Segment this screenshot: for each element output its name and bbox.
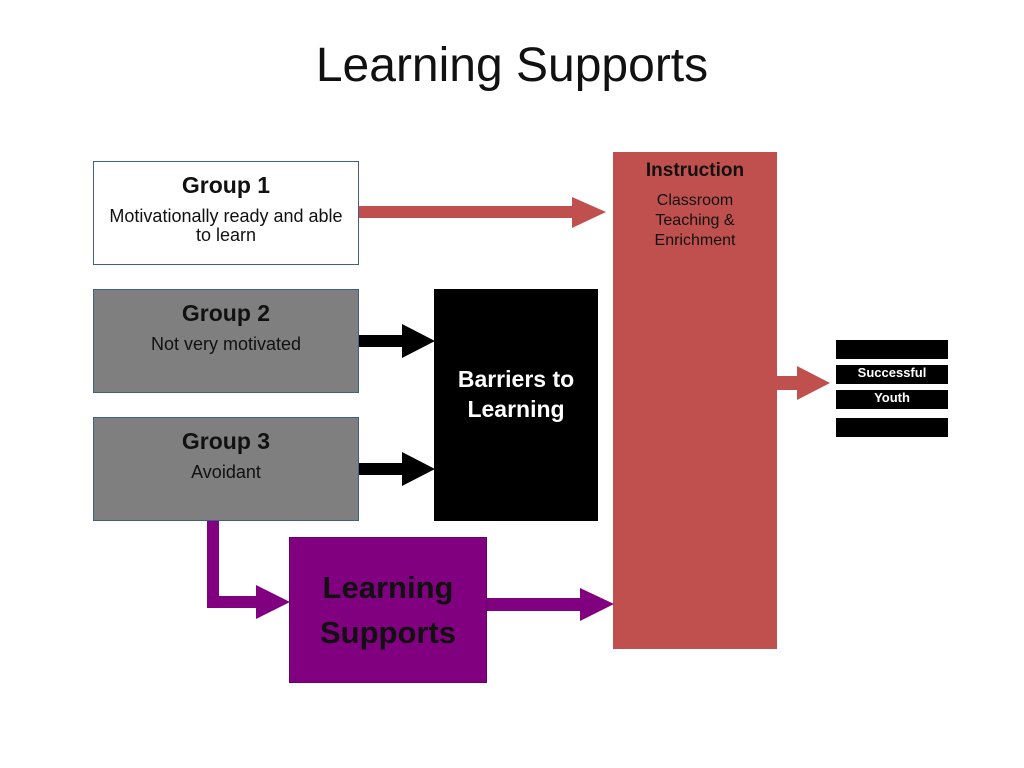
arrow-group1-to-instruction xyxy=(359,197,606,228)
learning-supports-label: Learning Supports xyxy=(319,570,457,650)
outcome-bar-bottom xyxy=(836,418,948,437)
outcome-line-successful: Successful xyxy=(836,365,948,384)
outcome-line-youth: Youth xyxy=(836,390,948,409)
instruction-title: Instruction xyxy=(645,160,745,181)
instruction-description: Classroom Teaching & Enrichment xyxy=(654,192,736,249)
outcome-bar-top xyxy=(836,340,948,359)
group-3-description: Avoidant xyxy=(191,462,261,482)
instruction-box: Instruction Classroom Teaching & Enrichm… xyxy=(613,152,777,649)
group-2-box: Group 2 Not very motivated xyxy=(93,289,359,393)
barriers-label: Barriers to Learning xyxy=(457,366,575,422)
group-1-box: Group 1 Motivationally ready and able to… xyxy=(93,161,359,265)
group-3-box: Group 3 Avoidant xyxy=(93,417,359,521)
learning-supports-box: Learning Supports xyxy=(289,537,487,683)
group-1-description: Motivationally ready and able to learn xyxy=(109,206,343,245)
page-title: Learning Supports xyxy=(315,39,709,92)
arrow-group2-to-barriers xyxy=(359,324,435,358)
barriers-box: Barriers to Learning xyxy=(434,289,598,521)
arrow-group3-to-barriers xyxy=(359,452,435,486)
group-3-title: Group 3 xyxy=(181,428,271,454)
arrow-group3-to-supports xyxy=(207,521,290,619)
group-2-description: Not very motivated xyxy=(150,334,302,354)
arrow-supports-to-instruction xyxy=(487,588,614,621)
group-1-title: Group 1 xyxy=(181,172,271,198)
group-2-title: Group 2 xyxy=(181,300,271,326)
arrow-instruction-to-youth xyxy=(777,366,830,400)
